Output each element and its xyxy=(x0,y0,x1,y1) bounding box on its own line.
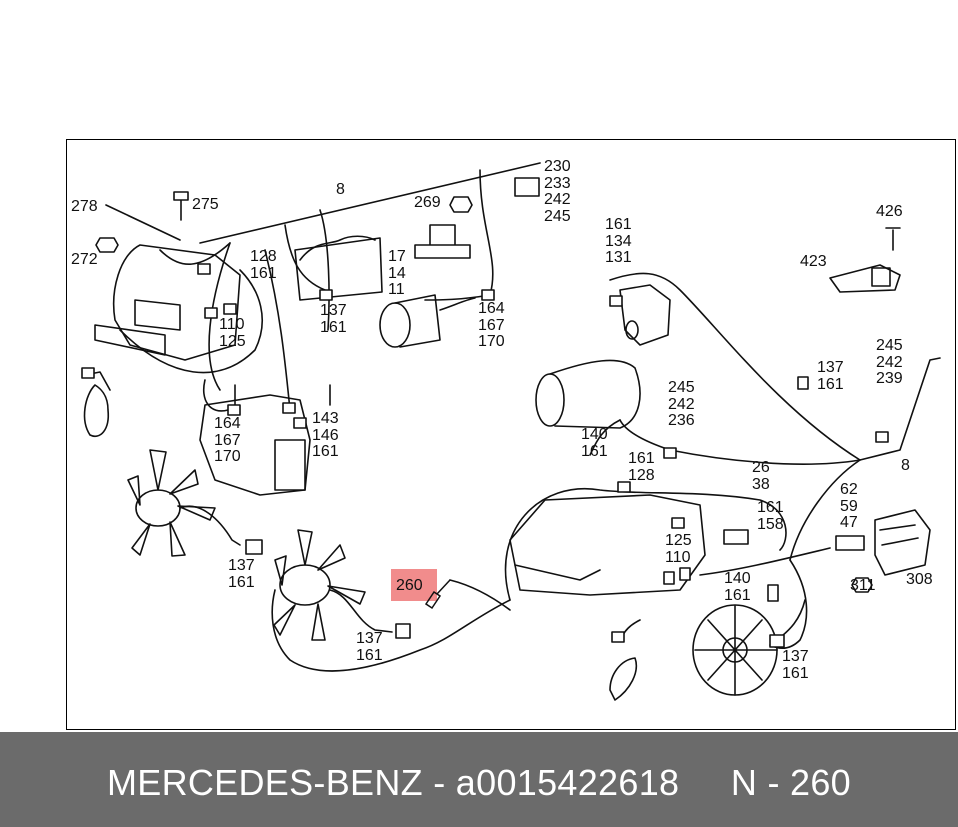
nut-272-icon xyxy=(95,237,119,253)
callout-308: 308 xyxy=(906,571,933,588)
callout-278: 278 xyxy=(71,198,98,215)
horn-left-icon xyxy=(83,384,110,437)
nut-311-icon xyxy=(851,577,873,593)
starter-motor-icon xyxy=(509,494,706,596)
callout-245: 245 xyxy=(544,207,571,225)
sensor-icon xyxy=(619,284,671,346)
callout-269: 269 xyxy=(414,194,441,211)
fan-left-icon xyxy=(127,449,263,557)
footer-bar xyxy=(0,732,958,827)
callout-233: 233 xyxy=(544,174,571,192)
callout-311: 311 xyxy=(850,577,876,594)
horn-right-icon xyxy=(609,657,637,701)
callout-8-top: 8 xyxy=(336,181,345,198)
distributor-icon xyxy=(199,384,331,496)
callout-8-right: 8 xyxy=(901,457,910,474)
control-module-icon xyxy=(874,509,931,576)
alternator-icon xyxy=(535,359,641,429)
relay-icon xyxy=(514,177,540,197)
bolt-275-icon xyxy=(173,191,189,221)
footer-part-number: MERCEDES-BENZ - a0015422618 N - 260 xyxy=(106,762,852,803)
callout-423: 423 xyxy=(800,253,827,270)
mount-icon xyxy=(414,224,471,259)
battery-icon xyxy=(294,235,383,301)
callout-272: 272 xyxy=(71,251,98,268)
fan-middle-icon xyxy=(273,529,411,641)
pump-icon xyxy=(379,294,476,348)
highlight-label-260: 260 xyxy=(396,577,423,594)
callout-426: 426 xyxy=(876,203,903,220)
callout-230: 230 xyxy=(544,158,571,175)
callout-242: 242 xyxy=(544,191,571,208)
nut-269-icon xyxy=(449,196,473,213)
sensor-423-icon xyxy=(829,227,901,293)
diagram-frame xyxy=(66,139,956,730)
engine-block-icon xyxy=(94,244,241,361)
callout-275: 275 xyxy=(192,196,219,213)
